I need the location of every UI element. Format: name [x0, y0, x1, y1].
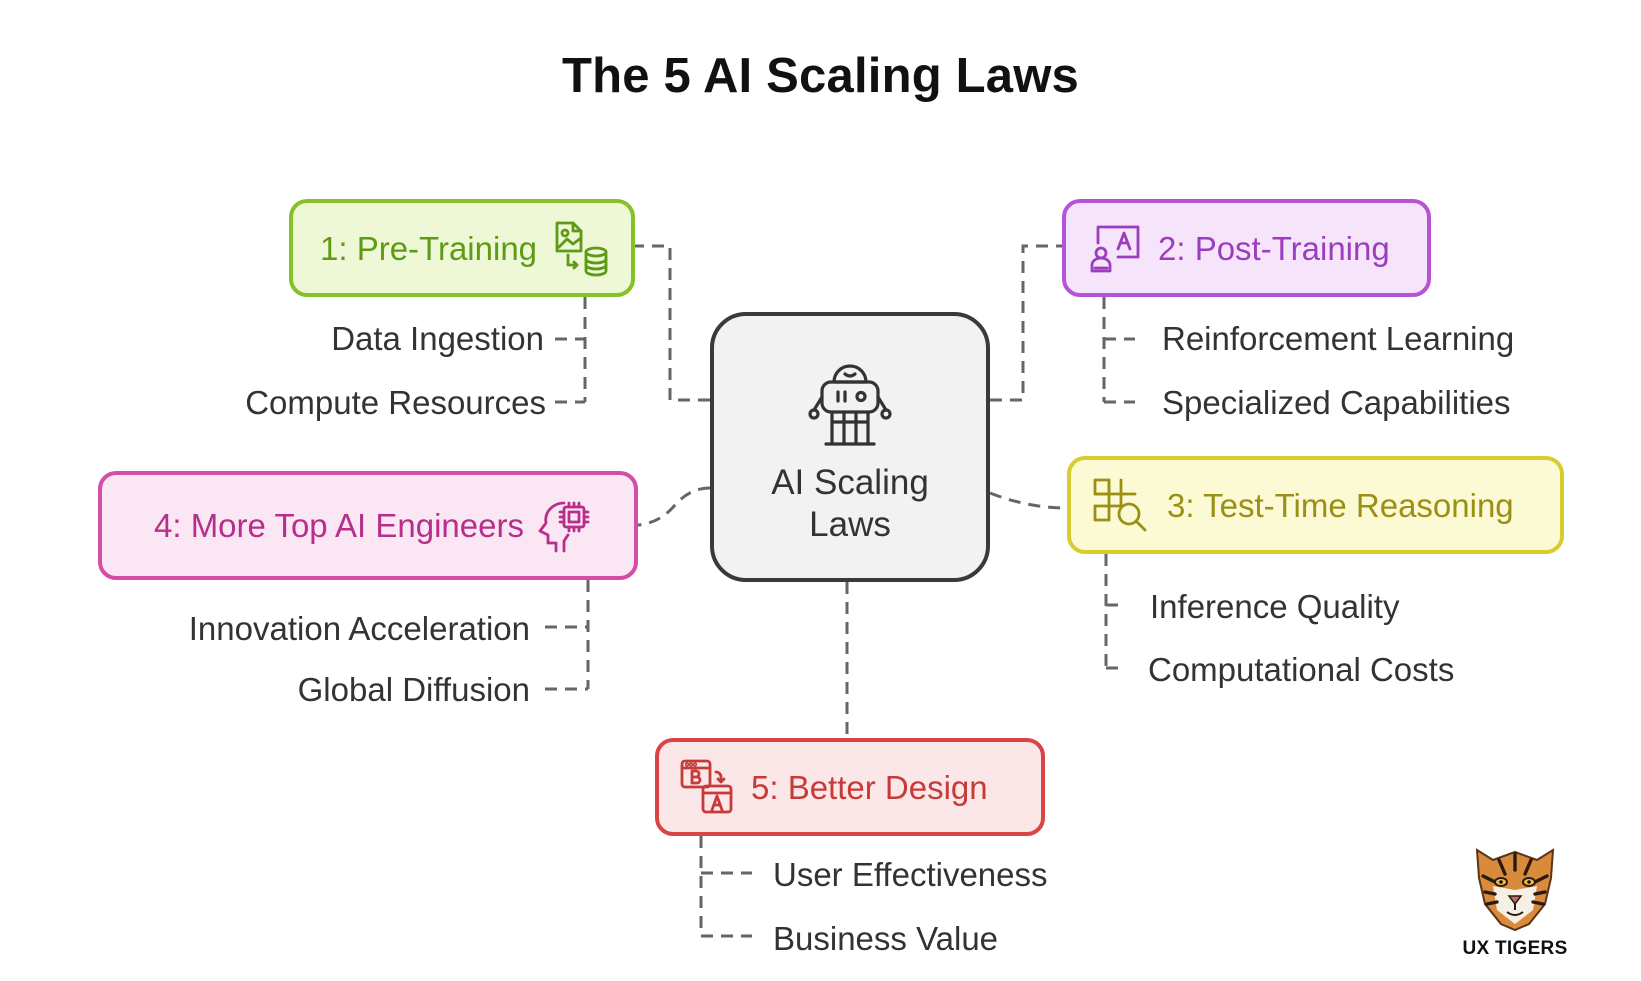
law-5-item-2: Business Value	[773, 920, 999, 957]
law-5-label: 5: Better Design	[751, 768, 988, 806]
connector-test-time-items	[1104, 554, 1124, 670]
law-3-item-2: Computational Costs	[1148, 651, 1455, 688]
central-node-label: AI Scaling Laws	[771, 463, 929, 544]
robot-icon	[808, 364, 892, 446]
law-3-label: 3: Test-Time Reasoning	[1167, 486, 1514, 524]
connector-center-to-pre-training	[635, 244, 710, 402]
ab-test-icon	[680, 759, 733, 814]
connector-pre-training-items	[555, 297, 587, 404]
grid-magnifier-icon	[1093, 478, 1147, 532]
person-and-image-icon	[1090, 225, 1140, 273]
connector-center-to-engineers	[637, 486, 711, 527]
law-2-label: 2: Post-Training	[1158, 229, 1390, 267]
law-2-post-training-box: 2: Post-Training	[1062, 199, 1431, 297]
central-node: AI Scaling Laws	[710, 312, 990, 582]
connector-center-to-post-training	[990, 244, 1062, 402]
connector-post-training-items	[1102, 297, 1135, 404]
image-to-database-icon	[555, 221, 608, 277]
law-1-pre-training-box: 1: Pre-Training	[289, 199, 635, 297]
brain-chip-icon	[538, 501, 590, 552]
law-4-item-1: Innovation Acceleration	[188, 610, 530, 647]
connector-engineers-items	[545, 580, 590, 691]
law-4-more-top-ai-engineers-box: 4: More Top AI Engineers	[98, 471, 638, 580]
diagram-title: The 5 AI Scaling Laws	[561, 49, 1080, 103]
law-5-better-design-box: 5: Better Design	[655, 738, 1045, 836]
law-4-item-2: Global Diffusion	[297, 671, 530, 708]
law-1-item-2: Compute Resources	[245, 384, 546, 421]
law-4-label: 4: More Top AI Engineers	[154, 507, 524, 544]
law-1-label: 1: Pre-Training	[320, 229, 538, 267]
law-5-item-1: User Effectiveness	[773, 856, 1048, 893]
connector-design-items	[699, 836, 752, 938]
law-2-item-2: Specialized Capabilities	[1162, 384, 1511, 421]
ux-tigers-logo: UX TIGERS	[1454, 830, 1576, 964]
law-3-test-time-reasoning-box: 3: Test-Time Reasoning	[1067, 456, 1564, 554]
ux-tigers-label: UX TIGERS	[1462, 938, 1568, 959]
law-1-item-1: Data Ingestion	[331, 320, 544, 357]
tiger-head-icon	[1475, 848, 1555, 932]
law-3-item-1: Inference Quality	[1150, 588, 1400, 625]
connector-center-to-test-time	[989, 491, 1068, 510]
law-2-item-1: Reinforcement Learning	[1162, 320, 1515, 357]
